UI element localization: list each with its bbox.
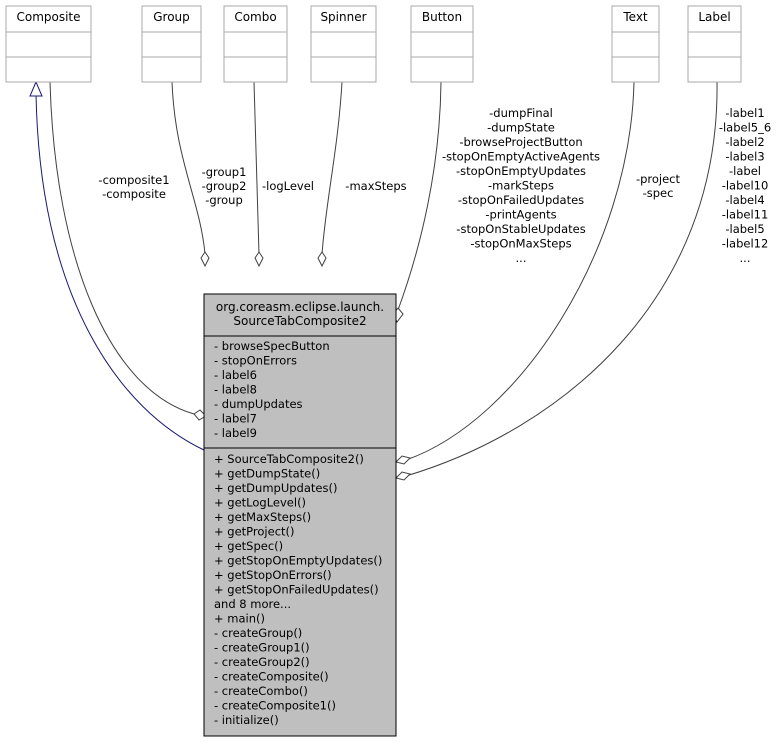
operation-item: + getMaxSteps() bbox=[214, 510, 311, 524]
edge-label-line: -group bbox=[205, 193, 243, 207]
edge-label-line: -label11 bbox=[722, 208, 769, 222]
aggregation-diamond-label bbox=[395, 471, 411, 481]
class-name: Text bbox=[622, 10, 648, 24]
edge-label-line: -dumpState bbox=[487, 121, 555, 135]
attribute-item: - browseSpecButton bbox=[214, 339, 330, 353]
class-name: Spinner bbox=[320, 10, 366, 24]
attribute-item: - stopOnErrors bbox=[214, 354, 297, 368]
class-name: Label bbox=[698, 10, 730, 24]
edge-label-line: -stopOnStableUpdates bbox=[456, 222, 585, 236]
generalization-arrowhead bbox=[29, 80, 43, 97]
aggregation-diamond-group bbox=[200, 251, 210, 268]
operation-item: + getDumpUpdates() bbox=[214, 481, 337, 495]
class-text[interactable]: Text bbox=[611, 5, 660, 83]
operation-item: - createGroup1() bbox=[214, 641, 310, 655]
operation-item: - createCombo() bbox=[214, 684, 308, 698]
edge-label-button: -dumpFinal-dumpState-browseProjectButton… bbox=[442, 106, 600, 265]
attribute-item: - label9 bbox=[214, 426, 257, 440]
edge-label-line: -spec bbox=[643, 186, 674, 200]
aggregation-diamond-combo bbox=[254, 251, 264, 268]
class-name: Button bbox=[422, 10, 462, 24]
edge-label-line: -browseProjectButton bbox=[459, 135, 582, 149]
edge-label-line: -label bbox=[729, 164, 761, 178]
edge-label-line: -label4 bbox=[725, 193, 764, 207]
edge-label-label: -label1-label5_6-label2-label3-label-lab… bbox=[719, 106, 771, 265]
aggregation-diamond-text bbox=[395, 455, 411, 465]
edge-label-line: -label1 bbox=[725, 106, 764, 120]
edge-label-line: -markSteps bbox=[488, 179, 554, 193]
edge-label-line: -label10 bbox=[722, 179, 769, 193]
operation-item: + getLogLevel() bbox=[214, 496, 306, 510]
attribute-item: - label8 bbox=[214, 383, 257, 397]
operation-item: + getProject() bbox=[214, 525, 295, 539]
class-name: Group bbox=[153, 10, 190, 24]
class-label[interactable]: Label bbox=[687, 5, 742, 83]
operation-item: - createComposite() bbox=[214, 670, 329, 684]
class-name: Composite bbox=[16, 10, 80, 24]
edge-label-line: -stopOnEmptyUpdates bbox=[456, 164, 586, 178]
class-group[interactable]: Group bbox=[141, 5, 202, 83]
edge-label-combo: -logLevel bbox=[262, 179, 314, 193]
edge-label-group: -group1 -group2 -group bbox=[202, 165, 247, 207]
operation-item: + getStopOnFailedUpdates() bbox=[214, 583, 379, 597]
edge-label-line: -label12 bbox=[722, 237, 769, 251]
edge-label-line: -dumpFinal bbox=[489, 106, 553, 120]
operation-item: + main() bbox=[214, 612, 265, 626]
edge-label-line: -group1 bbox=[202, 165, 247, 179]
edge-label-text: -project -spec bbox=[636, 172, 681, 200]
edge-label-line: -label2 bbox=[725, 135, 764, 149]
edge-label-line: -project bbox=[636, 172, 681, 186]
class-button[interactable]: Button bbox=[410, 5, 474, 83]
edge-label-line: -maxSteps bbox=[345, 179, 406, 193]
association-edge-button bbox=[397, 81, 442, 311]
class-composite[interactable]: Composite bbox=[5, 5, 92, 83]
edge-label-line: ... bbox=[516, 251, 527, 265]
operation-item: + getStopOnEmptyUpdates() bbox=[214, 554, 382, 568]
edge-label-composite: -composite1 -composite bbox=[98, 173, 169, 201]
operation-item: - createGroup2() bbox=[214, 655, 310, 669]
edge-label-line: -composite1 bbox=[98, 173, 169, 187]
association-edge-text bbox=[405, 81, 635, 461]
main-class-title-line1: org.coreasm.eclipse.launch. bbox=[216, 300, 384, 314]
class-name: Combo bbox=[234, 10, 276, 24]
class-combo[interactable]: Combo bbox=[223, 5, 288, 83]
edge-label-line: -label5 bbox=[725, 222, 764, 236]
operation-item: - createGroup() bbox=[214, 626, 302, 640]
association-edge-combo bbox=[253, 81, 260, 255]
edge-label-line: -label3 bbox=[725, 150, 764, 164]
main-class-title-line2: SourceTabComposite2 bbox=[233, 314, 366, 328]
edge-label-line: -printAgents bbox=[485, 208, 556, 222]
edge-label-spinner: -maxSteps bbox=[345, 179, 406, 193]
operation-item: and 8 more... bbox=[214, 597, 291, 611]
class-spinner[interactable]: Spinner bbox=[310, 5, 377, 83]
generalization-edge-composite bbox=[35, 93, 205, 451]
main-class-attributes: - browseSpecButton- stopOnErrors- label6… bbox=[214, 339, 330, 440]
association-edge-group bbox=[171, 81, 206, 255]
main-class-operations: + SourceTabComposite2()+ getDumpState()+… bbox=[214, 452, 382, 727]
edge-label-line: -stopOnEmptyActiveAgents bbox=[442, 150, 600, 164]
operation-item: - createComposite1() bbox=[214, 699, 336, 713]
operation-item: + getStopOnErrors() bbox=[214, 568, 332, 582]
edge-label-line: ... bbox=[740, 251, 751, 265]
operation-item: + SourceTabComposite2() bbox=[214, 452, 364, 466]
aggregation-diamond-spinner bbox=[317, 251, 327, 268]
edge-label-line: -group2 bbox=[202, 179, 247, 193]
association-edge-label bbox=[405, 81, 718, 477]
edge-label-line: -logLevel bbox=[262, 179, 314, 193]
edge-label-line: -label5_6 bbox=[719, 121, 771, 135]
operation-item: + getSpec() bbox=[214, 539, 283, 553]
association-edge-spinner bbox=[321, 81, 343, 255]
edge-label-line: -composite bbox=[102, 187, 166, 201]
edge-label-line: -stopOnMaxSteps bbox=[470, 237, 571, 251]
attribute-item: - label7 bbox=[214, 412, 257, 426]
association-edge-composite bbox=[49, 81, 195, 415]
attribute-item: - label6 bbox=[214, 368, 257, 382]
class-source-tab-composite2[interactable]: org.coreasm.eclipse.launch. SourceTabCom… bbox=[203, 293, 397, 737]
attribute-item: - dumpUpdates bbox=[214, 397, 303, 411]
operation-item: + getDumpState() bbox=[214, 467, 320, 481]
edge-label-line: -stopOnFailedUpdates bbox=[458, 193, 584, 207]
operation-item: - initialize() bbox=[214, 713, 279, 727]
